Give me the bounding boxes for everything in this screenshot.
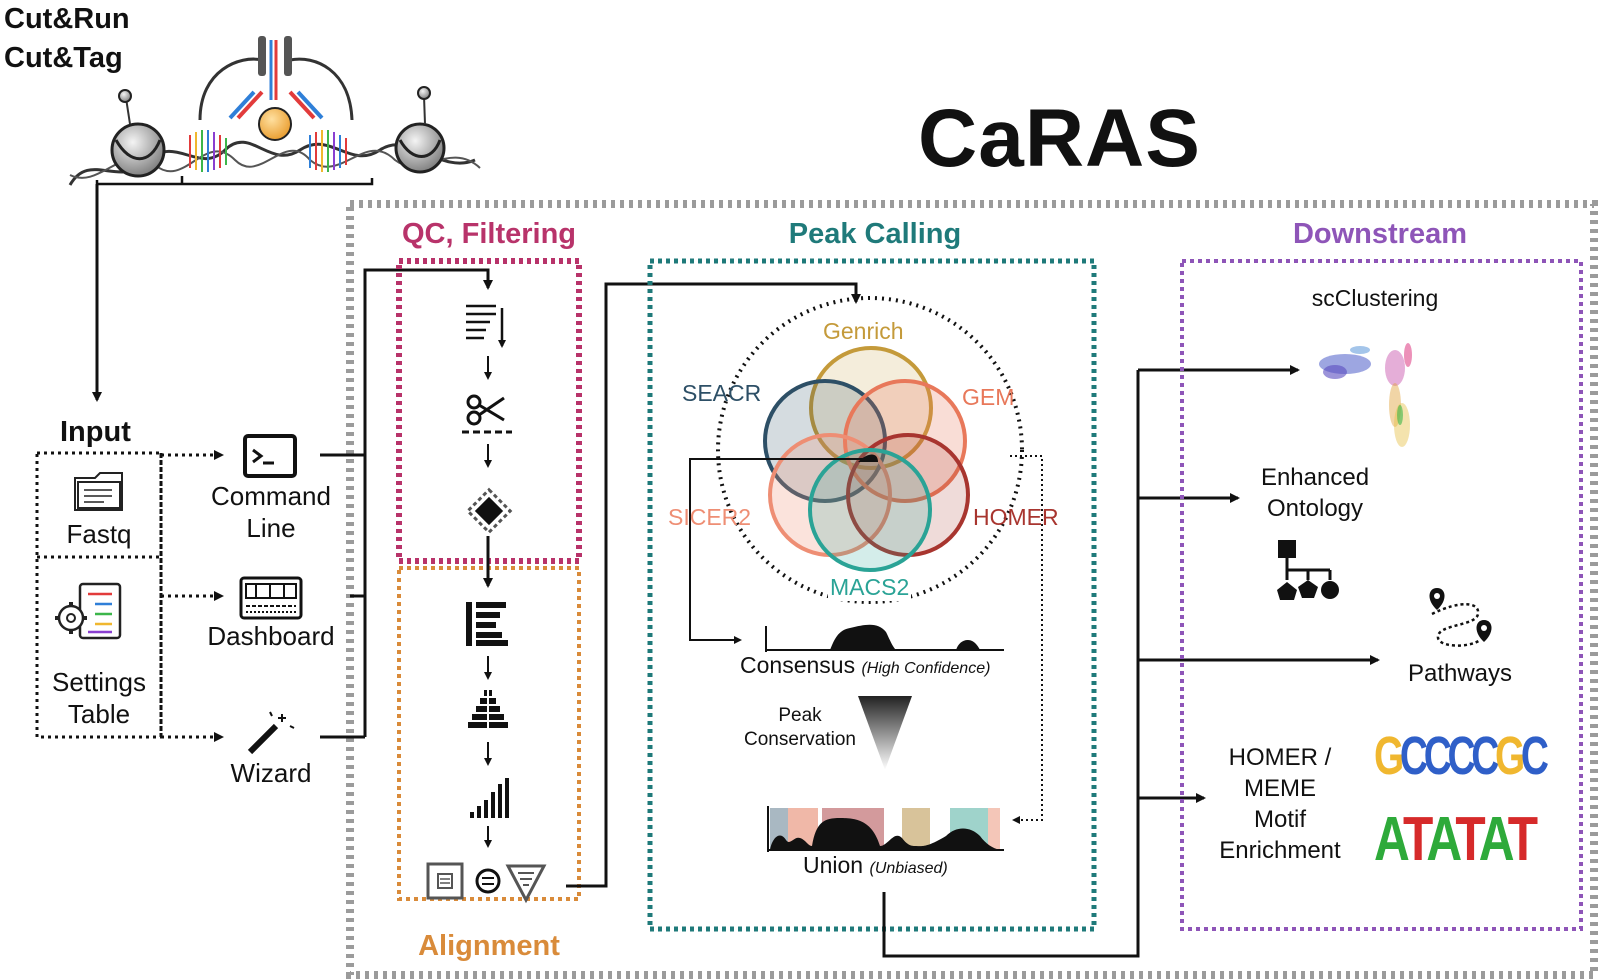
command-line-1: Command	[211, 481, 331, 511]
dashboard-option[interactable]: Dashboard	[207, 621, 335, 651]
qc-filtering-heading: QC, Filtering	[402, 218, 576, 250]
wizard-option[interactable]: Wizard	[230, 758, 312, 788]
downstream-box	[1180, 259, 1583, 931]
ontology-line-2: Ontology	[1266, 495, 1364, 522]
consensus-note: (High Confidence)	[861, 660, 991, 677]
motif-enrichment-label: HOMER / MEME Motif Enrichment	[1200, 742, 1360, 866]
gem-label: GEM	[962, 384, 1015, 410]
settings-table-icon	[55, 582, 122, 640]
motif-2-letter-2: T	[1402, 805, 1430, 874]
motif-2-letter-1: A	[1374, 805, 1406, 874]
pyramid-icon	[468, 686, 508, 732]
consensus-connector	[689, 458, 868, 644]
motif-logo-2: ATATAT	[1374, 805, 1538, 874]
peak-caller-venn	[763, 346, 970, 572]
motif-2-letter-6: T	[1507, 805, 1538, 874]
motif-1-letter-5: C	[1471, 726, 1499, 786]
sort-list-icon	[466, 304, 506, 348]
consensus-track	[765, 624, 1004, 652]
sicer2-label: SICER2	[668, 504, 752, 530]
downstream-arrows	[1138, 365, 1380, 803]
assay-line-1: Cut&Run	[4, 3, 130, 35]
venn-boundary	[716, 296, 1024, 604]
pathways-label: Pathways	[1407, 660, 1513, 687]
scissors-icon	[462, 394, 512, 434]
assay-line-2: Cut&Tag	[4, 42, 123, 74]
conservation-line-1: Peak	[778, 705, 822, 726]
folder-icon	[74, 472, 123, 511]
motif-line-1: HOMER /	[1228, 744, 1332, 771]
motif-line-3: Motif	[1253, 806, 1306, 833]
downstream-heading: Downstream	[1292, 218, 1468, 250]
peak-calling-heading: Peak Calling	[788, 218, 962, 250]
motif-1-letter-1: G	[1374, 726, 1404, 786]
motif-1-letter-3: C	[1423, 726, 1452, 786]
enhanced-ontology-label: Enhanced Ontology	[1235, 462, 1395, 524]
chromatin-illustration	[68, 36, 481, 402]
conservation-line-2: Conservation	[744, 729, 856, 750]
input-group	[35, 450, 224, 742]
qc-pipeline	[462, 304, 513, 588]
consensus-title: Consensus	[740, 652, 856, 678]
signal-bars-icon	[470, 778, 509, 818]
settings-table-label: Settings Table	[40, 666, 158, 730]
motif-1-letter-6: G	[1494, 726, 1525, 786]
motif-2-letter-3: A	[1426, 805, 1458, 874]
command-line-2: Line	[246, 513, 296, 543]
motif-1-letter-7: C	[1520, 726, 1549, 786]
umap-scatter	[1319, 343, 1412, 447]
motif-line-4: Enrichment	[1219, 837, 1341, 864]
consensus-label: Consensus (High Confidence)	[740, 652, 990, 679]
command-line-option[interactable]: Command Line	[200, 480, 342, 544]
homer-label: HOMER	[973, 504, 1059, 530]
ontology-line-1: Enhanced	[1260, 464, 1370, 491]
alignment-pipeline	[426, 602, 547, 904]
motif-1-letter-4: C	[1447, 726, 1475, 786]
motif-2-letter-5: A	[1478, 805, 1511, 874]
filter-diamond-icon	[465, 487, 513, 535]
union-label: Union (Unbiased)	[803, 852, 948, 879]
ontology-tree-icon	[1277, 540, 1339, 600]
pathway-map-icon	[1429, 588, 1492, 647]
motif-line-2: MEME	[1244, 775, 1316, 802]
settings-line-1: Settings	[52, 667, 146, 697]
outer-frame	[346, 200, 1598, 979]
motif-2-letter-4: T	[1455, 805, 1482, 874]
motif-1-letter-2: C	[1399, 726, 1428, 786]
interface-connectors	[320, 268, 493, 739]
align-bars-icon	[466, 602, 508, 646]
dashboard-icon	[239, 576, 303, 620]
union-track	[767, 806, 1004, 852]
terminal-icon	[243, 434, 297, 478]
alignment-to-peak-connector	[566, 282, 861, 888]
seacr-label: SEACR	[682, 380, 762, 406]
macs2-label: MACS2	[828, 574, 912, 601]
peak-calling-box	[647, 258, 1097, 932]
motif-logo-1: GCCCCGC	[1374, 726, 1549, 786]
conservation-funnel	[858, 696, 912, 770]
union-connector	[1010, 455, 1043, 824]
alignment-heading: Alignment	[418, 930, 560, 962]
union-note: (Unbiased)	[869, 860, 948, 877]
magic-wand-icon	[247, 711, 295, 755]
assay-label: Cut&Run Cut&Tag	[4, 2, 130, 75]
input-heading: Input	[60, 416, 131, 448]
peak-conservation-label: Peak Conservation	[730, 704, 870, 752]
output-format-icons	[426, 862, 547, 904]
page-title: CaRAS	[918, 93, 1201, 184]
union-title: Union	[803, 852, 864, 878]
genrich-label: Genrich	[823, 318, 904, 344]
fastq-label: Fastq	[66, 519, 132, 549]
scclustering-label: scClustering	[1311, 285, 1439, 311]
union-to-downstream-connector	[882, 370, 1140, 958]
settings-line-2: Table	[67, 699, 131, 729]
